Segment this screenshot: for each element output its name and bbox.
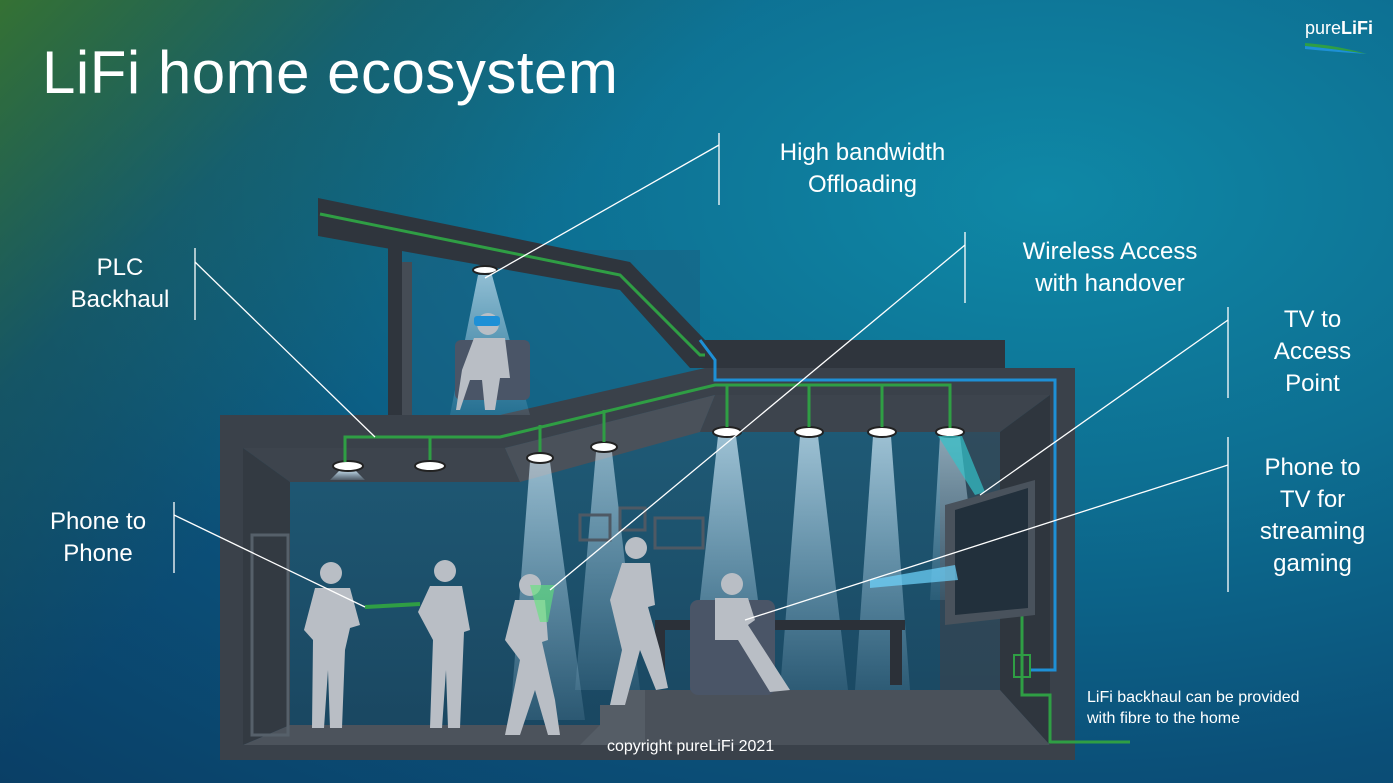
plc-line: [343, 383, 952, 462]
ceiling-right: [700, 395, 1050, 432]
roof: [318, 198, 1005, 368]
phone-tv-beam: [870, 565, 958, 588]
plc-adapter: [1013, 654, 1031, 678]
page-title: LiFi home ecosystem: [42, 39, 619, 106]
label-phone-to-phone: Phone to Phone: [49, 508, 147, 567]
phone-phone-beam: [364, 602, 421, 609]
picture-2: [618, 506, 647, 532]
label-plc-backhaul: PLC Backhaul: [70, 254, 170, 313]
stairs: [580, 690, 645, 745]
label-high-bandwidth: High bandwidth Offloading: [779, 139, 946, 198]
tv-screen: [955, 488, 1028, 615]
people: [304, 313, 790, 735]
label-phone-tv-streaming: Phone to TV for streaming gaming: [1259, 454, 1366, 577]
armchair: [690, 600, 775, 695]
picture-3: [653, 516, 705, 550]
fibre-note: LiFi backhaul can be provided with fibre…: [1087, 689, 1300, 727]
table: [655, 620, 905, 630]
tv-beam: [938, 436, 985, 495]
beam-left-1: [330, 470, 365, 480]
ceiling-left: [243, 448, 520, 482]
plc-to-outside: [1020, 615, 1130, 744]
logo-text: pureLiFi: [1305, 18, 1373, 38]
callout-lines: [173, 133, 1229, 621]
plc-drops: [428, 385, 884, 460]
wall-left: [243, 448, 290, 745]
label-tv-access-point: TV to Access Point: [1273, 306, 1352, 397]
downlights: [332, 265, 965, 472]
door: [250, 533, 290, 737]
copyright: copyright pureLiFi 2021: [607, 738, 775, 755]
logo-text-light: pure: [1305, 18, 1342, 38]
picture-1: [578, 513, 612, 542]
plc-roof-line: [319, 212, 705, 357]
phone-ap-beam: [530, 585, 555, 622]
purelifi-logo: pureLiFi: [1305, 18, 1375, 58]
roof-support: [388, 240, 402, 418]
ceiling-slope: [505, 395, 715, 482]
roof-support-inner: [402, 262, 412, 418]
table-leg: [890, 620, 902, 685]
fibre-line: [698, 339, 1057, 672]
label-wireless-access: Wireless Access with handover: [1022, 238, 1198, 297]
logo-swoosh-icon: [1305, 43, 1367, 54]
floor-upper: [600, 690, 1050, 745]
vr-headset: [474, 316, 500, 326]
logo-text-bold: LiFi: [1341, 18, 1374, 38]
